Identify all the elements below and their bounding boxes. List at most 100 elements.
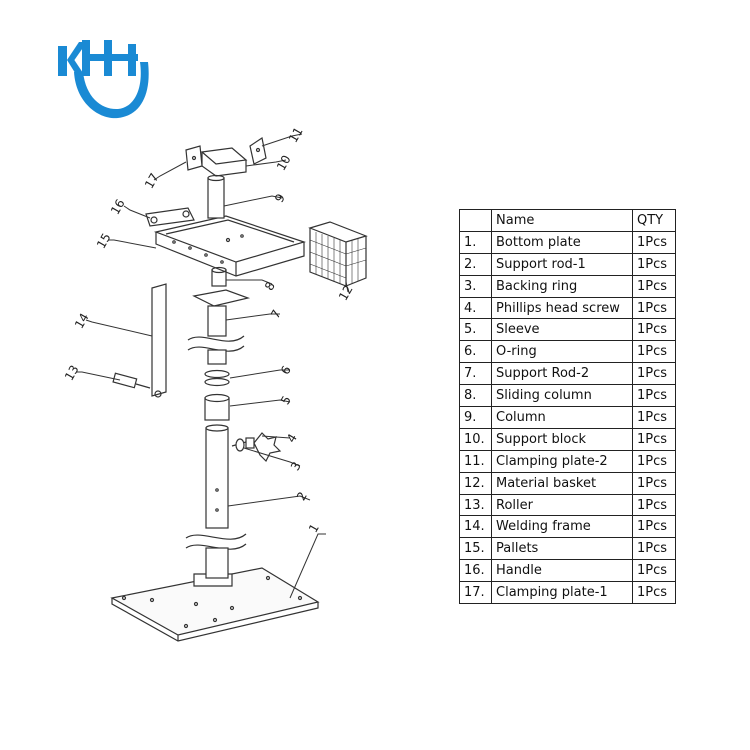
cell-name: Support block — [491, 427, 633, 451]
cell-name: Pallets — [491, 537, 633, 561]
sliding-column-drawing — [211, 266, 227, 287]
cell-qty: 1Pcs — [632, 581, 676, 605]
cell-name: Roller — [491, 493, 633, 517]
cell-number: 9. — [459, 406, 492, 429]
callout-16: 16 — [108, 197, 128, 217]
header-number — [459, 209, 492, 232]
cell-qty: 1Pcs — [632, 296, 676, 320]
callout-1: 1 — [306, 521, 322, 535]
cell-number: 17. — [459, 581, 492, 605]
callout-9: 9 — [272, 191, 288, 205]
callout-7: 7 — [268, 307, 284, 321]
o-ring-drawing — [204, 369, 230, 387]
cell-number: 8. — [459, 384, 492, 408]
cell-number: 3. — [459, 274, 492, 298]
cell-qty: 1Pcs — [632, 340, 676, 364]
cell-name: Sleeve — [491, 318, 633, 342]
cell-number: 11. — [459, 449, 492, 473]
callout-15: 15 — [94, 231, 114, 251]
cell-qty: 1Pcs — [632, 493, 676, 517]
cell-name: Handle — [491, 559, 633, 583]
cell-qty: 1Pcs — [632, 362, 676, 386]
cell-number: 14. — [459, 515, 492, 539]
header-name: Name — [491, 209, 633, 232]
brand-logo — [58, 40, 149, 119]
cell-qty: 1Pcs — [632, 515, 676, 539]
cell-name: Backing ring — [491, 274, 633, 298]
cell-qty: 1Pcs — [632, 318, 676, 342]
material-basket-drawing — [308, 221, 368, 287]
cell-number: 1. — [459, 230, 492, 254]
support-rod-2-drawing — [187, 289, 251, 365]
cell-number: 7. — [459, 362, 492, 386]
phillips-screw-drawing — [231, 432, 282, 463]
cell-name: Welding frame — [491, 515, 633, 539]
cell-qty: 1Pcs — [632, 230, 676, 254]
callout-14: 14 — [72, 311, 92, 331]
cell-name: Clamping plate-1 — [491, 581, 633, 605]
callout-5: 5 — [278, 393, 294, 407]
cell-name: Phillips head screw — [491, 296, 633, 320]
callout-2: 2 — [294, 489, 310, 503]
cell-name: Support rod-1 — [491, 252, 633, 276]
callout-numbers: 1 2 3 4 5 6 7 8 9 10 11 12 13 14 15 16 1… — [62, 125, 356, 535]
callout-8: 8 — [262, 279, 278, 293]
cell-qty: 1Pcs — [632, 427, 676, 451]
cell-number: 2. — [459, 252, 492, 276]
column-drawing — [207, 174, 225, 219]
callout-17: 17 — [142, 171, 162, 191]
callout-4: 4 — [284, 431, 300, 445]
cell-name: Sliding column — [491, 384, 633, 408]
callout-11: 11 — [286, 125, 306, 145]
cell-qty: 1Pcs — [632, 252, 676, 276]
support-rod-1-drawing — [185, 424, 247, 579]
welding-frame-drawing — [151, 283, 167, 398]
cell-number: 4. — [459, 296, 492, 320]
cell-qty: 1Pcs — [632, 559, 676, 583]
callout-13: 13 — [62, 363, 82, 383]
bottom-plate-drawing — [110, 567, 320, 642]
pallets-drawing — [153, 215, 307, 277]
cell-qty: 1Pcs — [632, 449, 676, 473]
cell-qty: 1Pcs — [632, 537, 676, 561]
handle-drawing — [145, 207, 195, 227]
cell-number: 16. — [459, 559, 492, 583]
callout-10: 10 — [274, 153, 294, 173]
callout-6: 6 — [278, 363, 294, 377]
cell-name: Material basket — [491, 471, 633, 495]
exploded-assembly-diagram: 1 2 3 4 5 6 7 8 9 10 11 12 13 14 15 16 1… — [62, 125, 368, 642]
roller-drawing — [112, 372, 151, 389]
cell-name: Column — [491, 406, 633, 429]
leader-lines — [76, 133, 349, 599]
cell-number: 15. — [459, 537, 492, 561]
sleeve-drawing — [204, 393, 230, 421]
cell-number: 6. — [459, 340, 492, 364]
cell-number: 13. — [459, 493, 492, 517]
cell-qty: 1Pcs — [632, 384, 676, 408]
callout-12: 12 — [336, 283, 356, 303]
callout-3: 3 — [288, 459, 304, 473]
cell-number: 10. — [459, 427, 492, 451]
cell-name: Support Rod-2 — [491, 362, 633, 386]
support-block-drawing — [185, 137, 267, 177]
cell-number: 12. — [459, 471, 492, 495]
table-header-row: Name QTY — [459, 209, 676, 232]
cell-qty: 1Pcs — [632, 274, 676, 298]
cell-name: O-ring — [491, 340, 633, 364]
